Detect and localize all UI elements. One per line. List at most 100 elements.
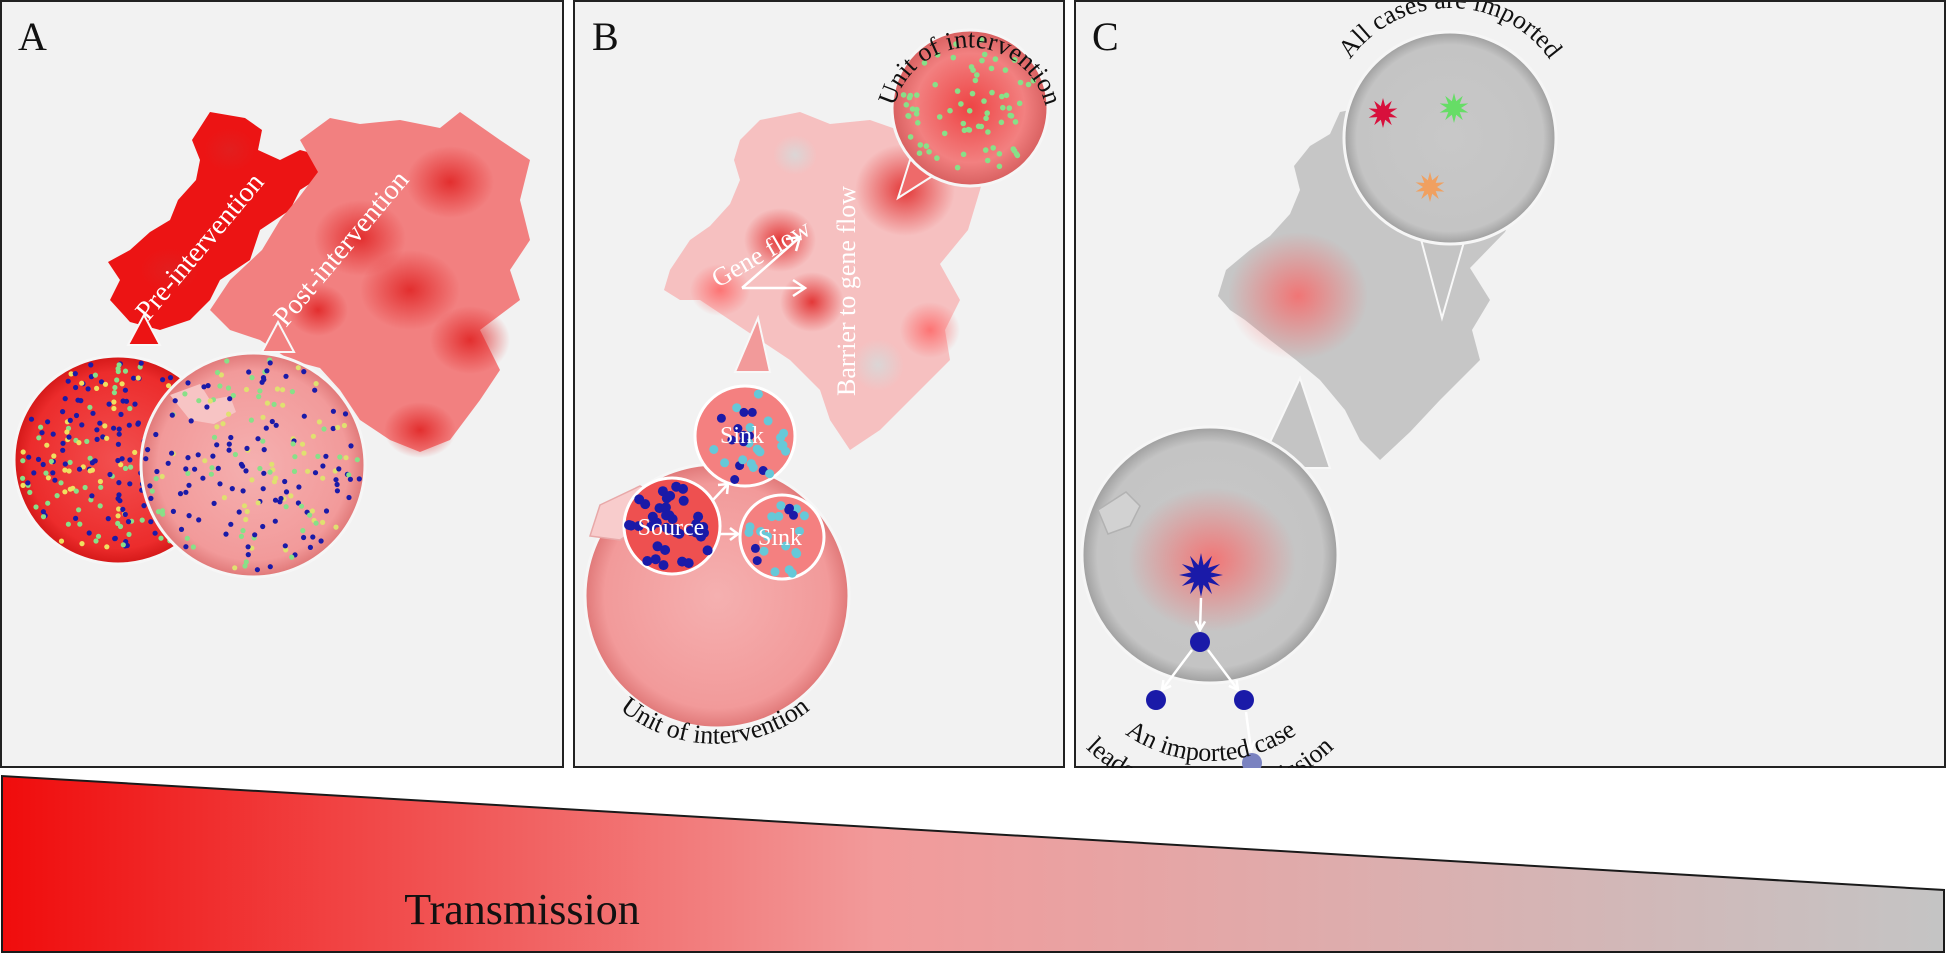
- parasite-dot: [914, 92, 920, 98]
- parasite-dot: [75, 397, 81, 403]
- parasite-dot: [999, 93, 1005, 100]
- parasite-dot: [76, 507, 82, 513]
- parasite-dot: [135, 375, 141, 381]
- parasite-dot: [346, 494, 352, 501]
- parasite-dot: [334, 481, 340, 488]
- parasite-dot: [115, 441, 121, 447]
- parasite-dot: [125, 519, 132, 525]
- parasite-dot: [132, 449, 138, 455]
- parasite-dot: [97, 420, 103, 426]
- parasite-dot: [954, 88, 961, 94]
- parasite-dot: [190, 544, 196, 550]
- parasite-dot: [119, 456, 125, 462]
- parasite-dot: [31, 470, 37, 476]
- parasite-dot: [45, 475, 52, 481]
- parasite-dot: [54, 493, 60, 499]
- transmission-arrow: [1198, 597, 1203, 631]
- parasite-dot: [93, 538, 99, 544]
- parasite-dot: [214, 369, 221, 376]
- parasite-dot: [660, 502, 671, 513]
- parasite-dot: [295, 500, 301, 506]
- parasite-dot: [264, 400, 270, 406]
- parasite-dot: [346, 472, 352, 478]
- parasite-dot: [988, 65, 995, 72]
- parasite-dot: [196, 398, 202, 404]
- local-case-node: [1146, 690, 1166, 710]
- parasite-dot: [67, 459, 73, 465]
- parasite-dot: [196, 517, 202, 523]
- parasite-dot: [38, 424, 44, 430]
- transmission-chain: [1146, 553, 1262, 768]
- parasite-dot: [312, 470, 319, 476]
- parasite-dot: [67, 486, 73, 492]
- parasite-dot: [77, 521, 83, 527]
- parasite-dot: [200, 475, 206, 481]
- parasite-dot: [40, 509, 47, 515]
- parasite-dot: [323, 453, 329, 459]
- parasite-dot: [112, 384, 118, 391]
- parasite-dot: [245, 544, 251, 550]
- transmission-arrow: [1207, 649, 1239, 691]
- parasite-dot: [170, 508, 176, 514]
- parasite-dot: [246, 369, 252, 375]
- parasite-dot: [934, 155, 940, 161]
- parasite-dot: [292, 454, 298, 460]
- parasite-dot: [220, 421, 226, 427]
- parasite-dot: [274, 386, 280, 392]
- parasite-dot: [126, 531, 132, 538]
- parasite-dot: [50, 431, 56, 437]
- parasite-dot: [218, 372, 224, 378]
- parasite-dot: [301, 413, 307, 419]
- parasite-dot: [76, 440, 82, 446]
- parasite-dot: [979, 57, 985, 64]
- parasite-dot: [1003, 92, 1010, 99]
- parasite-dot: [118, 411, 124, 417]
- parasite-dot: [105, 516, 111, 522]
- parasite-dot: [321, 426, 327, 432]
- parasite-dot: [128, 464, 134, 470]
- parasite-dot: [633, 521, 644, 532]
- parasite-dot: [254, 567, 260, 573]
- parasite-dot: [753, 389, 763, 399]
- parasite-dot: [342, 411, 349, 417]
- parasite-dot: [58, 538, 65, 544]
- parasite-dot: [333, 477, 339, 483]
- parasite-dot: [257, 388, 263, 394]
- parasite-dot: [119, 381, 125, 387]
- parasite-dot: [343, 455, 349, 461]
- parasite-dot: [127, 481, 133, 487]
- parasite-dot: [188, 418, 194, 424]
- parasite-dot: [1008, 113, 1015, 119]
- transmission-label: Transmission: [404, 885, 640, 934]
- parasite-dot: [744, 527, 754, 537]
- parasite-dot: [73, 515, 79, 522]
- parasite-dot: [51, 453, 57, 459]
- parasite-dot: [73, 412, 80, 419]
- parasite-dot: [62, 396, 68, 402]
- bottom-bubble-pointer: [733, 314, 772, 373]
- parasite-dot: [114, 377, 120, 383]
- parasite-dot: [307, 512, 313, 518]
- parasite-dot: [126, 422, 132, 428]
- parasite-dot: [86, 530, 92, 536]
- parasite-dot: [779, 428, 789, 438]
- parasite-dot: [143, 456, 149, 462]
- parasite-dot: [44, 442, 50, 448]
- sink-label-right: Sink: [758, 525, 802, 551]
- parasite-dot: [307, 544, 313, 551]
- parasite-dot: [774, 511, 784, 521]
- parasite-dot: [272, 518, 278, 524]
- parasite-dot: [906, 94, 913, 101]
- parasite-dot: [243, 559, 249, 565]
- parasite-dot: [272, 497, 279, 503]
- parasite-dot: [115, 457, 121, 464]
- parasite-dot: [88, 497, 94, 503]
- parasite-dot: [256, 394, 262, 400]
- parasite-dot: [767, 512, 777, 522]
- parasite-dot: [1025, 81, 1032, 88]
- parasite-dot: [702, 545, 713, 556]
- transmission-arrowhead: [1228, 679, 1240, 693]
- parasite-dot: [336, 466, 342, 472]
- parasite-dot: [111, 399, 117, 405]
